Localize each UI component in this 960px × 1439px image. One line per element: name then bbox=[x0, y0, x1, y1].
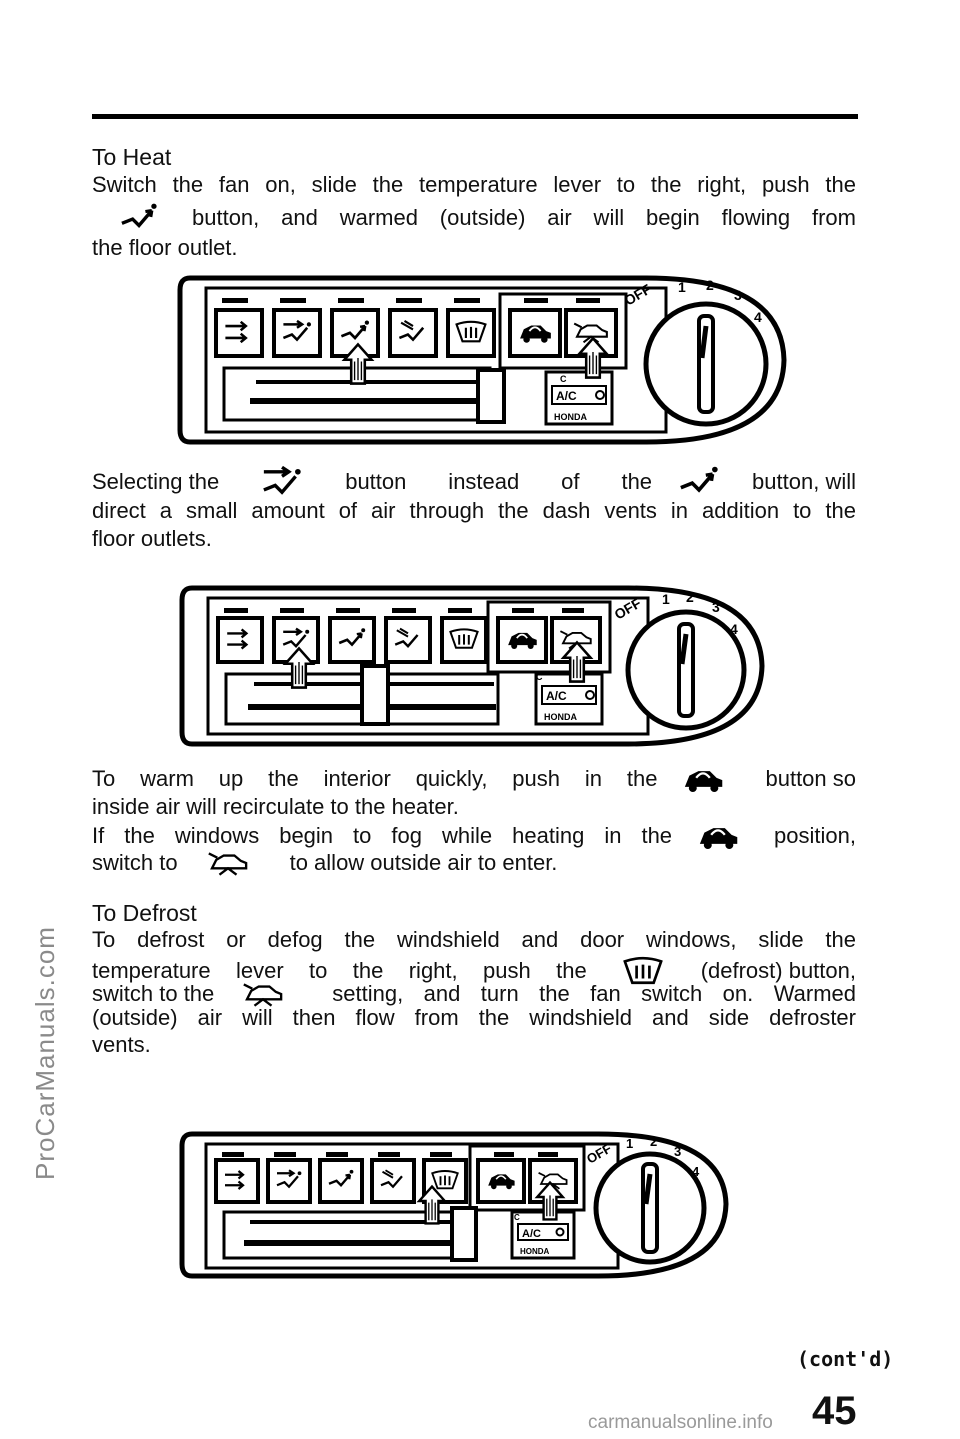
select-line-1-a: Selecting the bbox=[92, 469, 220, 494]
heat-line-3: the floor outlet. bbox=[92, 235, 238, 260]
warm-line-3: If the windows begin to fog while heatin… bbox=[92, 819, 856, 853]
climate-panel-heat: A/C HONDA C OFF 1 2 3 4 bbox=[177, 275, 787, 445]
brand-label-3: HONDA bbox=[520, 1247, 550, 1256]
recirculate-icon bbox=[677, 762, 729, 796]
fresh-air-icon bbox=[202, 847, 254, 879]
warm-line-3-b: position, bbox=[774, 823, 856, 848]
heading-to-defrost: To Defrost bbox=[92, 900, 197, 926]
ac-label-3: A/C bbox=[522, 1228, 541, 1240]
select-line-1-b: button instead of the bbox=[345, 469, 653, 494]
climate-panel-bilevel: A/C HONDA C OFF 1 2 3 4 bbox=[179, 585, 765, 747]
heat-line-2: button, and warmed (outside) air will be… bbox=[116, 202, 856, 234]
defrost-line-3: switch to the setting, and turn the fan … bbox=[92, 978, 856, 1010]
defrost-line-2-a: temperature lever to the right, push the bbox=[92, 958, 587, 983]
fan-4-label-2: 4 bbox=[730, 621, 738, 637]
top-rule bbox=[92, 114, 858, 119]
defrost-line-5: vents. bbox=[92, 1032, 151, 1057]
climate-panel-defrost: A/C HONDA C OFF 1 2 3 4 bbox=[179, 1131, 729, 1279]
footer-watermark: carmanualsonline.info bbox=[588, 1412, 773, 1433]
fan-2-label: 2 bbox=[706, 277, 714, 293]
defrost-line-3-b: setting, and turn the fan switch on. War… bbox=[332, 981, 856, 1006]
fan-3-label-3: 3 bbox=[674, 1144, 681, 1159]
warm-line-2: inside air will recirculate to the heate… bbox=[92, 794, 459, 819]
warm-line-1: To warm up the interior quickly, push in… bbox=[92, 762, 856, 796]
fan-4-label: 4 bbox=[754, 309, 762, 325]
continued-label: (cont'd) bbox=[797, 1347, 894, 1371]
warm-line-4-b: to allow outside air to enter. bbox=[289, 850, 558, 875]
select-line-1-c: button, will bbox=[752, 469, 856, 494]
select-line-1: Selecting the button instead of the butt… bbox=[92, 465, 856, 499]
defrost-line-2-b: (defrost) button, bbox=[700, 958, 856, 983]
defrost-line-1: To defrost or defog the windshield and d… bbox=[92, 927, 856, 952]
heading-to-heat: To Heat bbox=[92, 144, 172, 170]
select-line-2: direct a small amount of air through the… bbox=[92, 498, 856, 523]
brand-label: HONDA bbox=[554, 412, 587, 422]
fan-3-label-2: 3 bbox=[712, 599, 720, 615]
select-line-3: floor outlets. bbox=[92, 526, 212, 551]
defrost-line-3-a: switch to the bbox=[92, 981, 215, 1006]
c-mark: C bbox=[560, 374, 567, 384]
heat-line-2-text: button, and warmed (outside) air will be… bbox=[192, 205, 856, 230]
defrost-line-4: (outside) air will then flow from the wi… bbox=[92, 1005, 856, 1030]
fan-3-label: 3 bbox=[734, 287, 742, 303]
defrost-line-2: temperature lever to the right, push the… bbox=[92, 955, 856, 987]
warm-line-1-b: button so bbox=[765, 766, 856, 791]
ac-label-2: A/C bbox=[546, 689, 567, 703]
floor-mode-icon bbox=[116, 202, 162, 234]
fan-2-label-2: 2 bbox=[686, 589, 694, 605]
fan-1-label-3: 1 bbox=[626, 1136, 633, 1151]
floor-mode-icon-2 bbox=[676, 465, 722, 499]
warm-line-3-a: If the windows begin to fog while heatin… bbox=[92, 823, 673, 848]
brand-label-2: HONDA bbox=[544, 712, 577, 722]
fan-1-label: 1 bbox=[678, 279, 686, 295]
fan-1-label-2: 1 bbox=[662, 591, 670, 607]
fan-4-label-3: 4 bbox=[692, 1164, 700, 1179]
c-mark-2: C bbox=[536, 672, 543, 682]
bilevel-mode-icon bbox=[259, 465, 305, 499]
c-mark-3: C bbox=[514, 1213, 520, 1222]
side-watermark: ProCarManuals.com bbox=[30, 926, 60, 1180]
warm-line-1-a: To warm up the interior quickly, push in… bbox=[92, 766, 658, 791]
fan-2-label-3: 2 bbox=[650, 1134, 657, 1149]
warm-line-4: switch to to allow outside air to enter. bbox=[92, 847, 856, 879]
heat-line-1: Switch the fan on, slide the temperature… bbox=[92, 172, 856, 197]
page-number: 45 bbox=[812, 1389, 857, 1433]
ac-label: A/C bbox=[556, 389, 577, 403]
warm-line-4-a: switch to bbox=[92, 850, 178, 875]
